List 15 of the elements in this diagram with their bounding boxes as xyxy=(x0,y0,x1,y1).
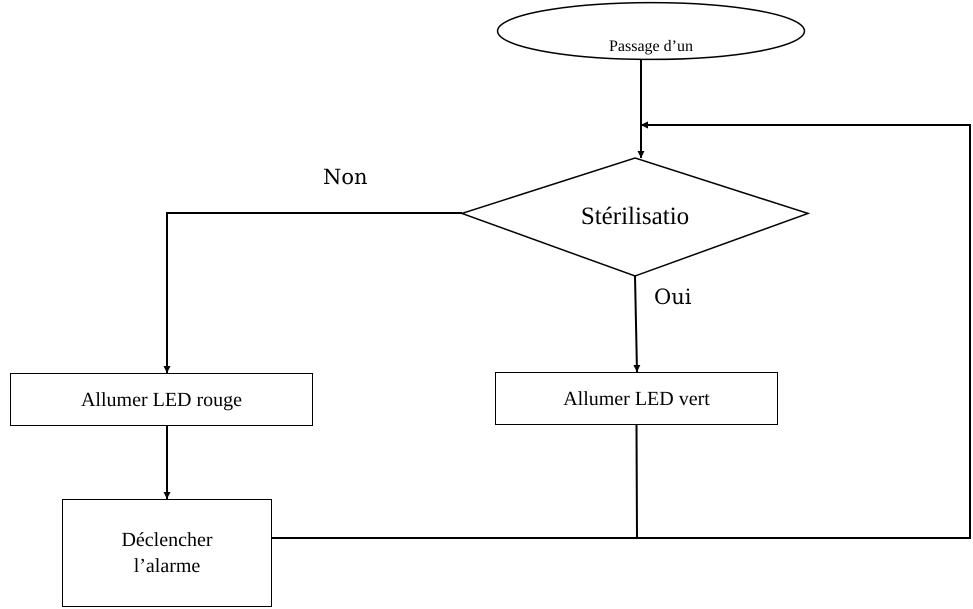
start-ellipse xyxy=(496,2,806,60)
arrow xyxy=(164,212,462,373)
node-label: Stérilisatio xyxy=(580,202,690,232)
process-box xyxy=(62,499,272,607)
process-box xyxy=(10,373,313,426)
arrow xyxy=(633,276,640,372)
node-label: Passage d’un xyxy=(608,37,694,58)
arrow xyxy=(272,122,971,539)
node-label: Déclencher l’alarme xyxy=(120,528,214,579)
node-label: Allumer LED vert xyxy=(562,386,711,412)
arrow xyxy=(164,426,170,499)
arrow xyxy=(638,60,644,158)
decision-diamond xyxy=(462,158,808,276)
node-label: Allumer LED rouge xyxy=(80,388,244,412)
process-box xyxy=(495,372,778,425)
